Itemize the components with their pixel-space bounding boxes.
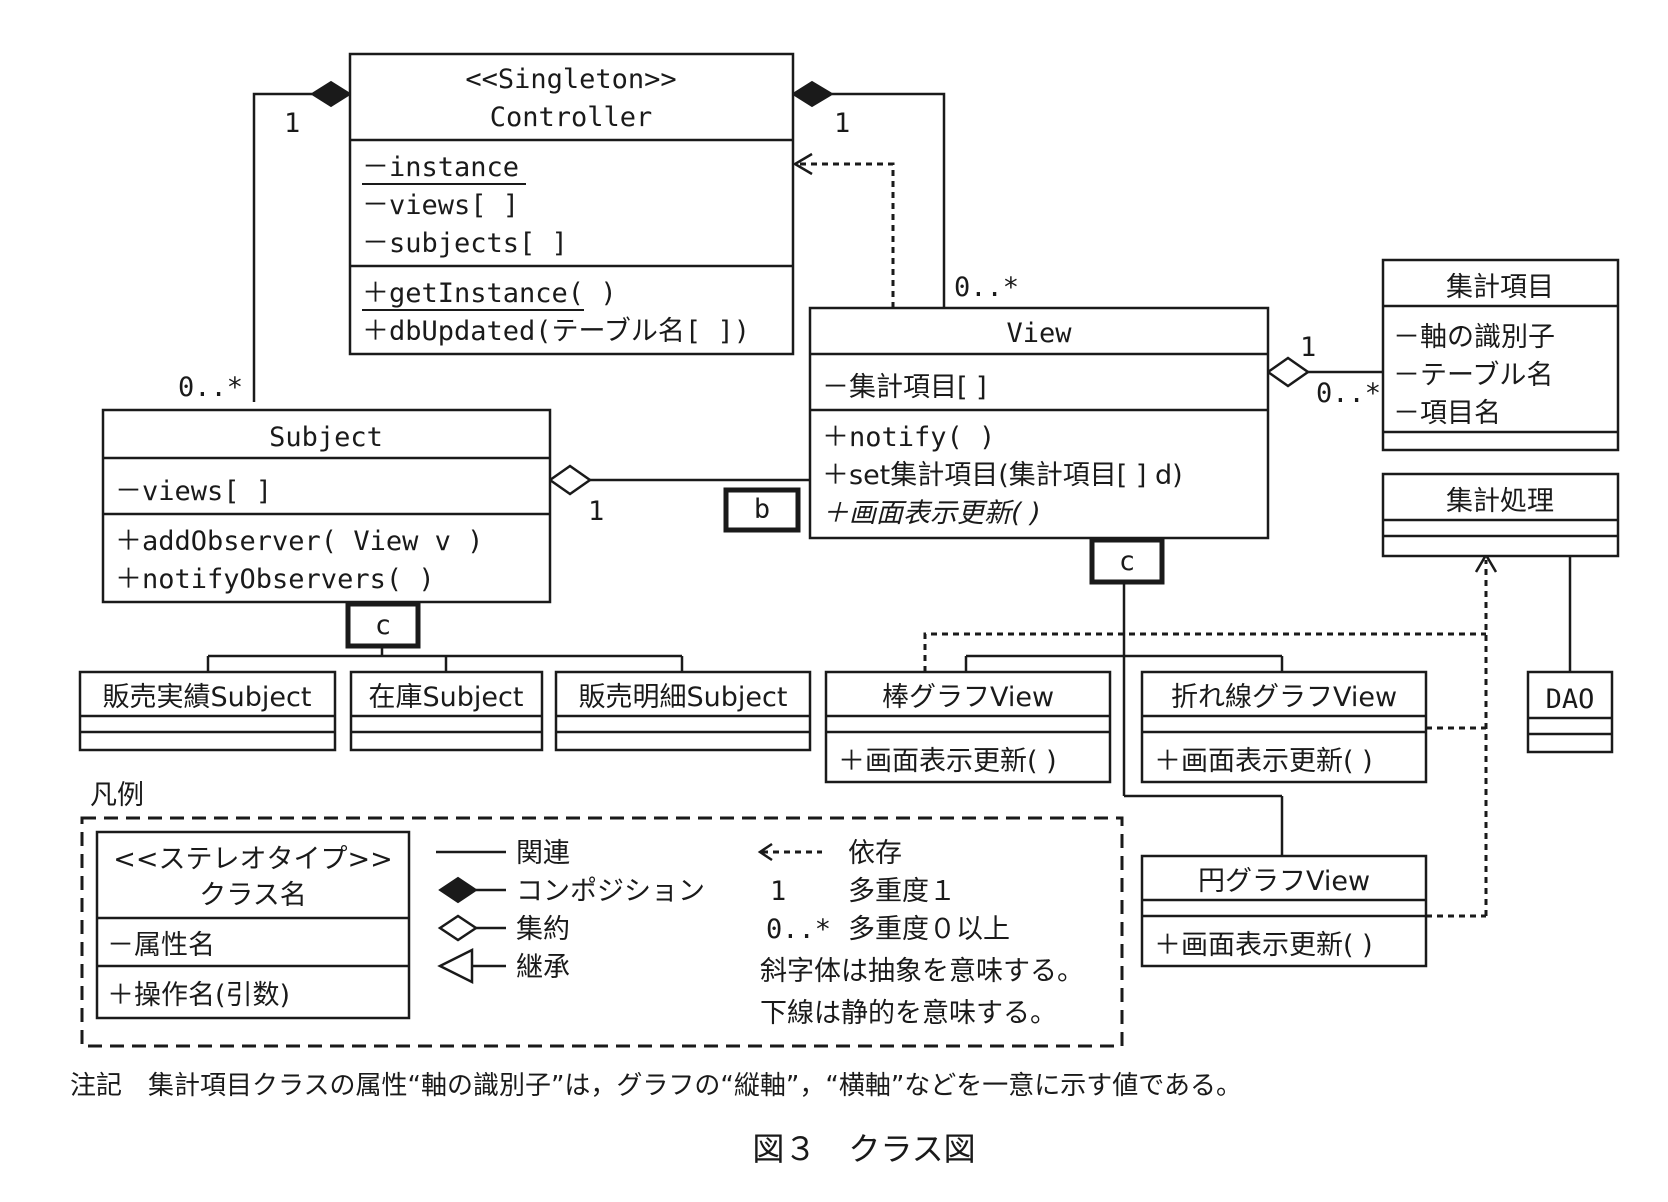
aggregation-diamond-icon xyxy=(547,464,593,496)
mult-controller-view-bottom: 0..* xyxy=(954,272,1019,303)
subject-attr-views: －views[ ] xyxy=(115,476,272,507)
legend-class-name: クラス名 xyxy=(199,880,306,911)
class-aggregate-item[interactable]: 集計項目 －軸の識別子 －テーブル名 －項目名 xyxy=(1381,258,1620,452)
class-pie-graph-view[interactable]: 円グラフView ＋画面表示更新( ) xyxy=(1140,854,1428,968)
mult-controller-subject-bottom: 0..* xyxy=(178,372,243,403)
view-op-notify: ＋notify( ) xyxy=(822,422,995,453)
blank-b-label: b xyxy=(754,494,770,525)
aggregation-view-aggregate-item xyxy=(1265,356,1383,388)
legend-sample-class: <<ステレオタイプ>> クラス名 －属性名 ＋操作名(引数) xyxy=(95,830,411,1020)
legend-operation: ＋操作名(引数) xyxy=(107,980,290,1011)
legend-italic-note: 斜字体は抽象を意味する。 xyxy=(760,956,1084,987)
line-graph-view-op: ＋画面表示更新( ) xyxy=(1154,746,1373,777)
line-graph-view-name: 折れ線グラフView xyxy=(1171,682,1397,713)
legend-mult-many-label: 多重度０以上 xyxy=(848,914,1010,945)
pie-graph-view-name: 円グラフView xyxy=(1198,866,1370,897)
legend-association: 関連 xyxy=(516,838,570,869)
figure-note: 注記 集計項目クラスの属性“軸の識別子”は，グラフの“縦軸”，“横軸”などを一意… xyxy=(70,1071,1242,1101)
inheritance-triangle-icon xyxy=(437,947,474,985)
aggregate-item-name: 集計項目 xyxy=(1446,272,1554,303)
mult-subject-view: 1 xyxy=(588,496,604,527)
aggregate-item-attr-axis: －軸の識別子 xyxy=(1393,322,1555,353)
view-op-refresh-abstract: ＋画面表示更新( ) xyxy=(822,498,1041,529)
view-attr-items: －集計項目[ ] xyxy=(822,372,987,403)
legend-underline-note: 下線は静的を意味する。 xyxy=(760,998,1057,1029)
inheritance-tree-view xyxy=(964,580,1284,856)
class-sales-detail-subject[interactable]: 販売明細Subject xyxy=(554,670,812,752)
blank-c-view[interactable]: c xyxy=(1089,537,1165,585)
composition-diamond-icon xyxy=(438,876,478,904)
aggregation-diamond-icon xyxy=(1265,356,1311,388)
blank-c-view-label: c xyxy=(1119,546,1135,577)
bar-graph-view-op: ＋画面表示更新( ) xyxy=(838,746,1057,777)
view-op-set-items: ＋set集計項目(集計項目[ ] d) xyxy=(822,460,1183,491)
subject-op-notifyobservers: ＋notifyObservers( ) xyxy=(115,564,435,595)
legend-composition: コンポジション xyxy=(516,876,705,907)
stock-subject-name: 在庫Subject xyxy=(369,682,524,713)
class-stock-subject[interactable]: 在庫Subject xyxy=(349,670,544,752)
dependency-views-aggregate-process xyxy=(923,552,1498,918)
class-sales-result-subject[interactable]: 販売実績Subject xyxy=(78,670,337,752)
aggregate-item-attr-table: －テーブル名 xyxy=(1393,360,1553,391)
blank-b[interactable]: b xyxy=(723,487,801,533)
mult-view-item-view-side: 1 xyxy=(1300,332,1316,363)
class-view[interactable]: View －集計項目[ ] ＋notify( ) ＋set集計項目(集計項目[ … xyxy=(808,306,1270,540)
legend-attribute: －属性名 xyxy=(107,930,215,961)
aggregate-item-attr-field: －項目名 xyxy=(1393,398,1501,429)
dependency-view-controller xyxy=(792,152,895,308)
subject-op-addobserver: ＋addObserver( View v ) xyxy=(115,526,483,557)
composition-diamond-icon xyxy=(310,80,352,108)
mult-controller-subject-top: 1 xyxy=(284,108,300,139)
class-controller[interactable]: <<Singleton>> Controller －instance －view… xyxy=(348,52,795,356)
legend-inheritance: 継承 xyxy=(516,952,570,983)
dependency-arrow-icon xyxy=(757,842,773,862)
open-arrow-icon xyxy=(792,152,813,176)
bar-graph-view-name: 棒グラフView xyxy=(882,682,1054,713)
controller-stereotype: <<Singleton>> xyxy=(465,64,676,95)
pie-graph-view-op: ＋画面表示更新( ) xyxy=(1154,930,1373,961)
mult-controller-view-top: 1 xyxy=(834,108,850,139)
inheritance-tree-subject xyxy=(206,646,684,672)
controller-op-getinstance: ＋getInstance( ) xyxy=(362,278,617,309)
legend-frame xyxy=(80,816,1124,1048)
class-bar-graph-view[interactable]: 棒グラフView ＋画面表示更新( ) xyxy=(824,670,1112,784)
composition-diamond-icon xyxy=(791,80,834,108)
composition-controller-subject xyxy=(252,80,352,402)
sales-detail-subject-name: 販売明細Subject xyxy=(579,682,788,713)
class-line-graph-view[interactable]: 折れ線グラフView ＋画面表示更新( ) xyxy=(1140,670,1428,784)
composition-controller-view xyxy=(791,80,946,308)
legend-title: 凡例 xyxy=(90,780,144,811)
controller-name: Controller xyxy=(490,102,653,133)
view-name: View xyxy=(1006,318,1072,349)
legend-stereotype: <<ステレオタイプ>> xyxy=(113,844,393,875)
class-aggregate-process[interactable]: 集計処理 xyxy=(1381,472,1620,558)
legend-mult-many-symbol: 0..* xyxy=(766,914,831,945)
class-dao[interactable]: DAO xyxy=(1526,670,1614,754)
legend-mult-one-symbol: 1 xyxy=(770,876,786,907)
subject-name: Subject xyxy=(269,422,383,453)
sales-result-subject-name: 販売実績Subject xyxy=(103,682,312,713)
aggregation-diamond-icon xyxy=(437,914,479,942)
figure-caption: 図３ クラス図 xyxy=(752,1130,975,1168)
controller-attr-instance: －instance xyxy=(362,152,519,183)
blank-c-subject[interactable]: c xyxy=(345,601,421,649)
legend-mult-one-label: 多重度１ xyxy=(848,876,956,907)
legend-aggregation: 集約 xyxy=(516,914,570,945)
blank-c-subject-label: c xyxy=(375,610,391,641)
controller-attr-subjects: －subjects[ ] xyxy=(362,228,568,259)
aggregation-subject-view xyxy=(547,464,810,496)
dao-name: DAO xyxy=(1546,684,1595,715)
mult-view-item-item-side: 0..* xyxy=(1316,378,1381,409)
legend-dependency: 依存 xyxy=(848,838,902,869)
controller-op-dbupdated: ＋dbUpdated(テーブル名[ ]) xyxy=(362,316,750,347)
controller-attr-views: －views[ ] xyxy=(362,190,519,221)
aggregate-process-name: 集計処理 xyxy=(1446,486,1554,517)
class-subject[interactable]: Subject －views[ ] ＋addObserver( View v )… xyxy=(101,408,552,604)
